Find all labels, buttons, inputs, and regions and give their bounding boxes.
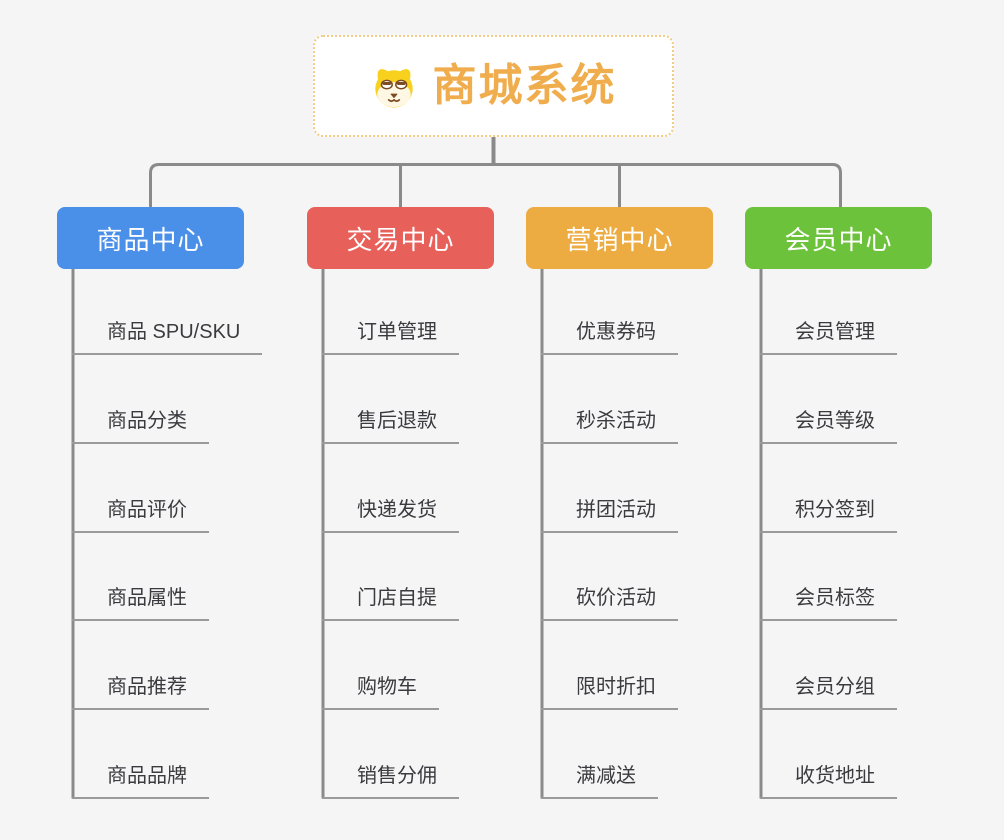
leaf-node[interactable]: 会员管理 xyxy=(760,320,897,355)
leaf-node[interactable]: 门店自提 xyxy=(322,586,459,622)
leaf-node[interactable]: 积分签到 xyxy=(760,498,897,533)
leaf-node[interactable]: 商品分类 xyxy=(72,409,209,444)
leaf-node[interactable]: 销售分佣 xyxy=(322,764,459,799)
leaf-node[interactable]: 购物车 xyxy=(322,675,439,711)
root-title: 商城系统 xyxy=(432,61,617,110)
branch-header-member-center[interactable]: 会员中心 xyxy=(745,207,932,269)
leaf-node[interactable]: 会员等级 xyxy=(760,409,897,444)
leaf-node[interactable]: 满减送 xyxy=(541,764,658,799)
branch-header-product-center[interactable]: 商品中心 xyxy=(57,207,244,269)
leaf-node[interactable]: 会员分组 xyxy=(760,675,897,711)
leaf-column-product: 商品 SPU/SKU 商品分类 商品评价 商品属性 商品推荐 商品品牌 xyxy=(72,266,263,799)
leaf-node[interactable]: 快递发货 xyxy=(322,498,459,533)
root-node[interactable]: 商城系统 xyxy=(313,35,674,137)
leaf-node[interactable]: 优惠券码 xyxy=(541,320,678,355)
leaf-node[interactable]: 秒杀活动 xyxy=(541,409,678,444)
leaf-column-member: 会员管理 会员等级 积分签到 会员标签 会员分组 收货地址 xyxy=(760,266,897,799)
branch-header-trade-center[interactable]: 交易中心 xyxy=(307,207,494,269)
leaf-node[interactable]: 收货地址 xyxy=(760,764,897,799)
leaf-node[interactable]: 砍价活动 xyxy=(541,586,678,622)
leaf-node[interactable]: 商品属性 xyxy=(72,586,209,622)
leaf-node[interactable]: 会员标签 xyxy=(760,586,897,622)
leaf-node[interactable]: 售后退款 xyxy=(322,409,459,444)
leaf-column-trade: 订单管理 售后退款 快递发货 门店自提 购物车 销售分佣 xyxy=(322,266,459,799)
leaf-column-marketing: 优惠券码 秒杀活动 拼团活动 砍价活动 限时折扣 满减送 xyxy=(541,266,678,799)
leaf-node[interactable]: 商品 SPU/SKU xyxy=(72,320,263,355)
leaf-node[interactable]: 商品推荐 xyxy=(72,675,209,711)
leaf-node[interactable]: 商品评价 xyxy=(72,498,209,533)
dog-face-icon xyxy=(374,69,413,108)
leaf-node[interactable]: 订单管理 xyxy=(322,320,459,355)
branch-header-marketing-center[interactable]: 营销中心 xyxy=(526,207,713,269)
leaf-node[interactable]: 商品品牌 xyxy=(72,764,209,799)
leaf-node[interactable]: 限时折扣 xyxy=(541,675,678,711)
leaf-node[interactable]: 拼团活动 xyxy=(541,498,678,533)
